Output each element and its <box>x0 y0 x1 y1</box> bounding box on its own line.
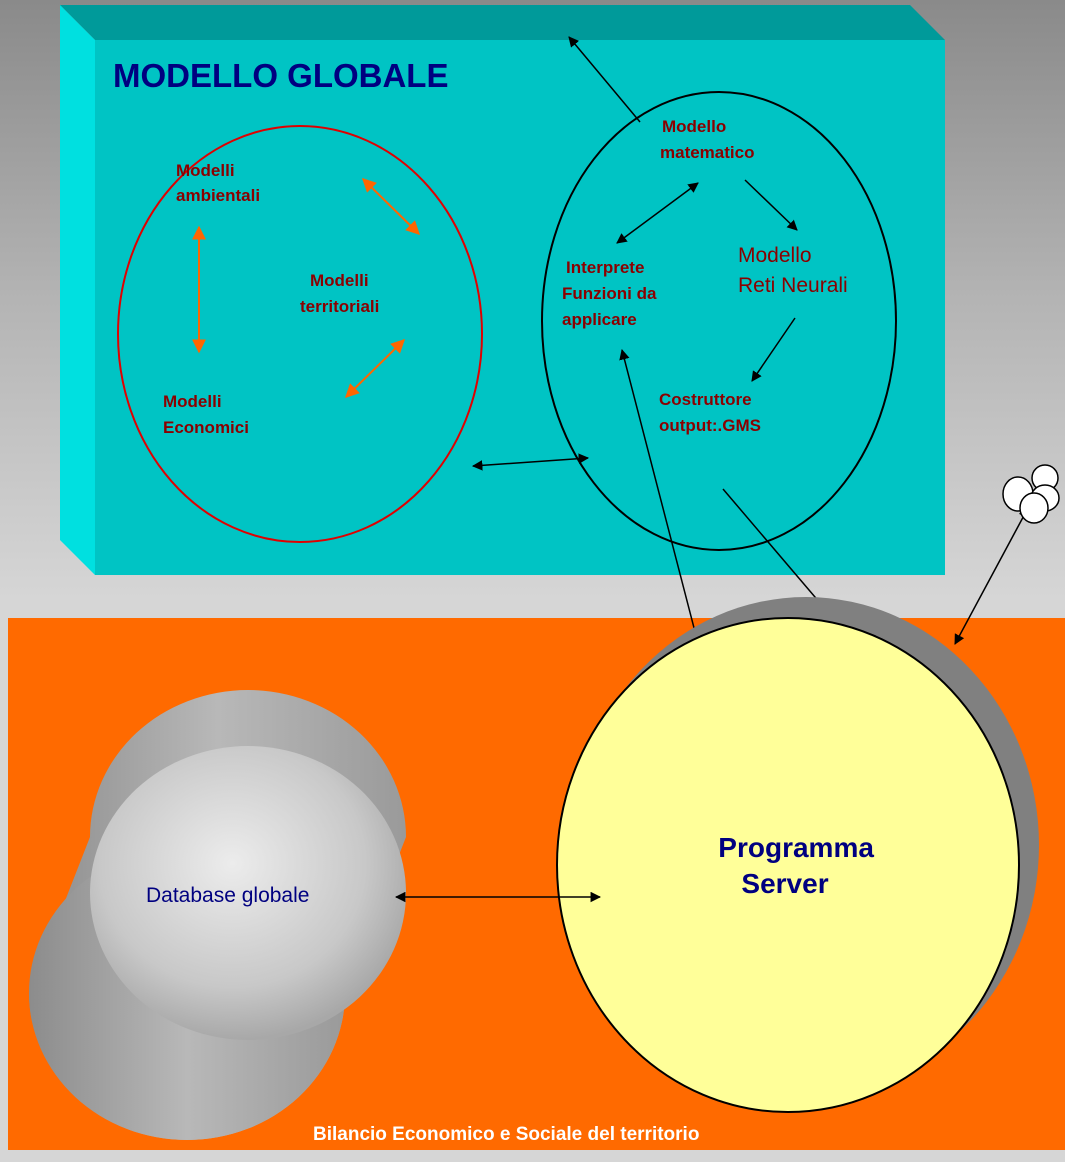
database-cylinder <box>29 690 406 1140</box>
label-modello-matematico: Modello matematico <box>660 117 754 162</box>
arrow-matematico-to-box <box>568 36 641 123</box>
left-models-ellipse <box>117 125 483 543</box>
server-circle <box>556 617 1020 1113</box>
arrow-interprete-matematico <box>616 182 699 244</box>
arrow-ambientali-territoriali <box>362 178 420 235</box>
right-models-ellipse <box>541 91 897 551</box>
database-label: Database globale <box>146 884 309 907</box>
modello-globale-title: MODELLO GLOBALE <box>113 57 448 94</box>
label-costruttore-output: Costruttore output:.GMS <box>659 390 761 435</box>
cloud-icon <box>1002 464 1060 524</box>
label-modelli-ambientali: Modelli ambientali <box>176 161 260 205</box>
arrow-left-right-ellipses <box>471 453 590 471</box>
footer-label: Bilancio Economico e Sociale del territo… <box>313 1124 699 1145</box>
server-label: Programma Server <box>718 832 881 899</box>
label-modello-reti-neurali: Modello Reti Neurali <box>738 244 848 297</box>
modello-globale-box <box>60 5 945 575</box>
arrow-territoriali-economici <box>345 339 405 398</box>
label-modelli-territoriali: Modelli territoriali <box>300 271 379 316</box>
arrow-server-to-interprete <box>619 348 701 652</box>
arrow-reti-costruttore <box>751 317 796 382</box>
label-interprete: Interprete Funzioni da applicare <box>562 258 661 329</box>
arrow-server-cloud <box>954 507 1029 645</box>
arrow-matematico-reti <box>744 179 798 231</box>
label-modelli-economici: Modelli Economici <box>163 392 249 437</box>
